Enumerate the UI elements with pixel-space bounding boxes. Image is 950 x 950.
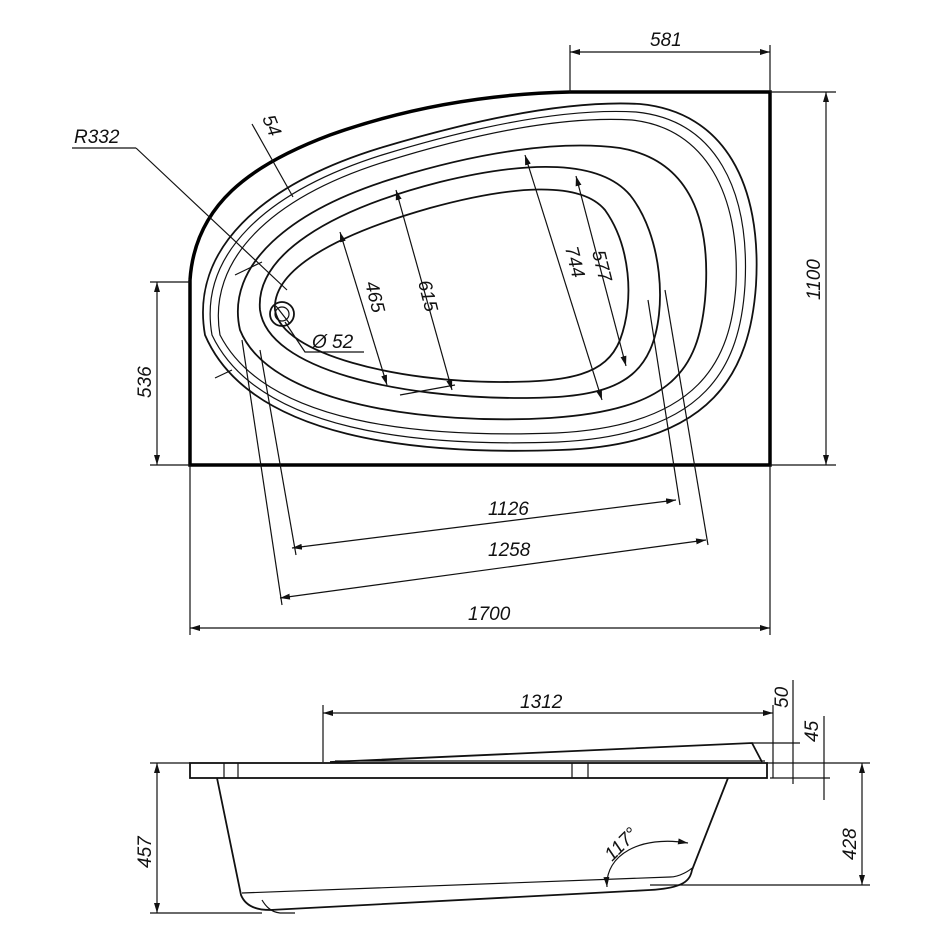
dim-1126: 1126 bbox=[488, 499, 529, 520]
drain-icon bbox=[269, 301, 295, 327]
dim-1258: 1258 bbox=[488, 540, 531, 561]
drain-slash bbox=[275, 305, 291, 325]
tub-body bbox=[216, 777, 729, 911]
rim-contour-3 bbox=[217, 118, 737, 435]
dim-744: 744 bbox=[560, 244, 588, 280]
dim-line-615 bbox=[395, 189, 453, 391]
dim-536: 536 bbox=[135, 366, 156, 398]
angle-arc bbox=[603, 838, 689, 888]
dim-615: 615 bbox=[413, 278, 441, 314]
ext-line-1258-right bbox=[664, 289, 709, 546]
headrest bbox=[329, 742, 763, 763]
rim-contour-2 bbox=[209, 110, 747, 444]
dim-drain-52: Ø 52 bbox=[311, 332, 354, 353]
ext-line-1126-left bbox=[259, 349, 297, 556]
rim-supports bbox=[223, 763, 589, 778]
dim-line-577 bbox=[575, 175, 627, 367]
dim-line-1258 bbox=[279, 538, 707, 600]
basin-ticks bbox=[214, 261, 263, 379]
dim-581: 581 bbox=[650, 30, 682, 51]
dim-457: 457 bbox=[135, 835, 156, 868]
tub-foot bbox=[261, 899, 295, 914]
basin-floor bbox=[274, 188, 630, 383]
drain-inner-ring bbox=[274, 306, 290, 322]
tub-floor-line bbox=[241, 867, 693, 894]
ext-line-1258-left bbox=[241, 339, 283, 606]
ext-line-1126-right bbox=[647, 299, 681, 506]
dim-54: 54 bbox=[257, 112, 284, 139]
dim-r332: R332 bbox=[74, 127, 120, 148]
dim-577: 577 bbox=[587, 248, 615, 285]
dim-1100: 1100 bbox=[804, 259, 825, 300]
leader-drain-52 bbox=[284, 321, 364, 353]
dim-line-465 bbox=[339, 231, 388, 386]
rim-contour-outer bbox=[202, 102, 758, 452]
leader-r332 bbox=[135, 147, 288, 291]
dim-1700: 1700 bbox=[468, 604, 511, 625]
outer-contour bbox=[188, 90, 772, 467]
dim-50: 50 bbox=[772, 686, 793, 708]
dim-line-54 bbox=[251, 123, 294, 198]
drain-outer-ring bbox=[269, 301, 295, 327]
basin-edge bbox=[259, 165, 661, 399]
dim-angle-117: 117° bbox=[601, 824, 643, 866]
rim bbox=[189, 762, 768, 779]
rim-contour-inner bbox=[237, 144, 708, 421]
dim-45: 45 bbox=[802, 720, 823, 742]
rim-contours bbox=[202, 102, 758, 452]
dim-line-1126 bbox=[291, 498, 677, 550]
side-view: 1312 50 45 457 428 117° bbox=[135, 680, 870, 914]
dim-428: 428 bbox=[840, 828, 861, 860]
top-view: 581 1100 536 1700 1126 1258 465 615 744 bbox=[72, 30, 836, 635]
dim-line-744 bbox=[524, 154, 603, 401]
dim-1312: 1312 bbox=[520, 692, 563, 713]
